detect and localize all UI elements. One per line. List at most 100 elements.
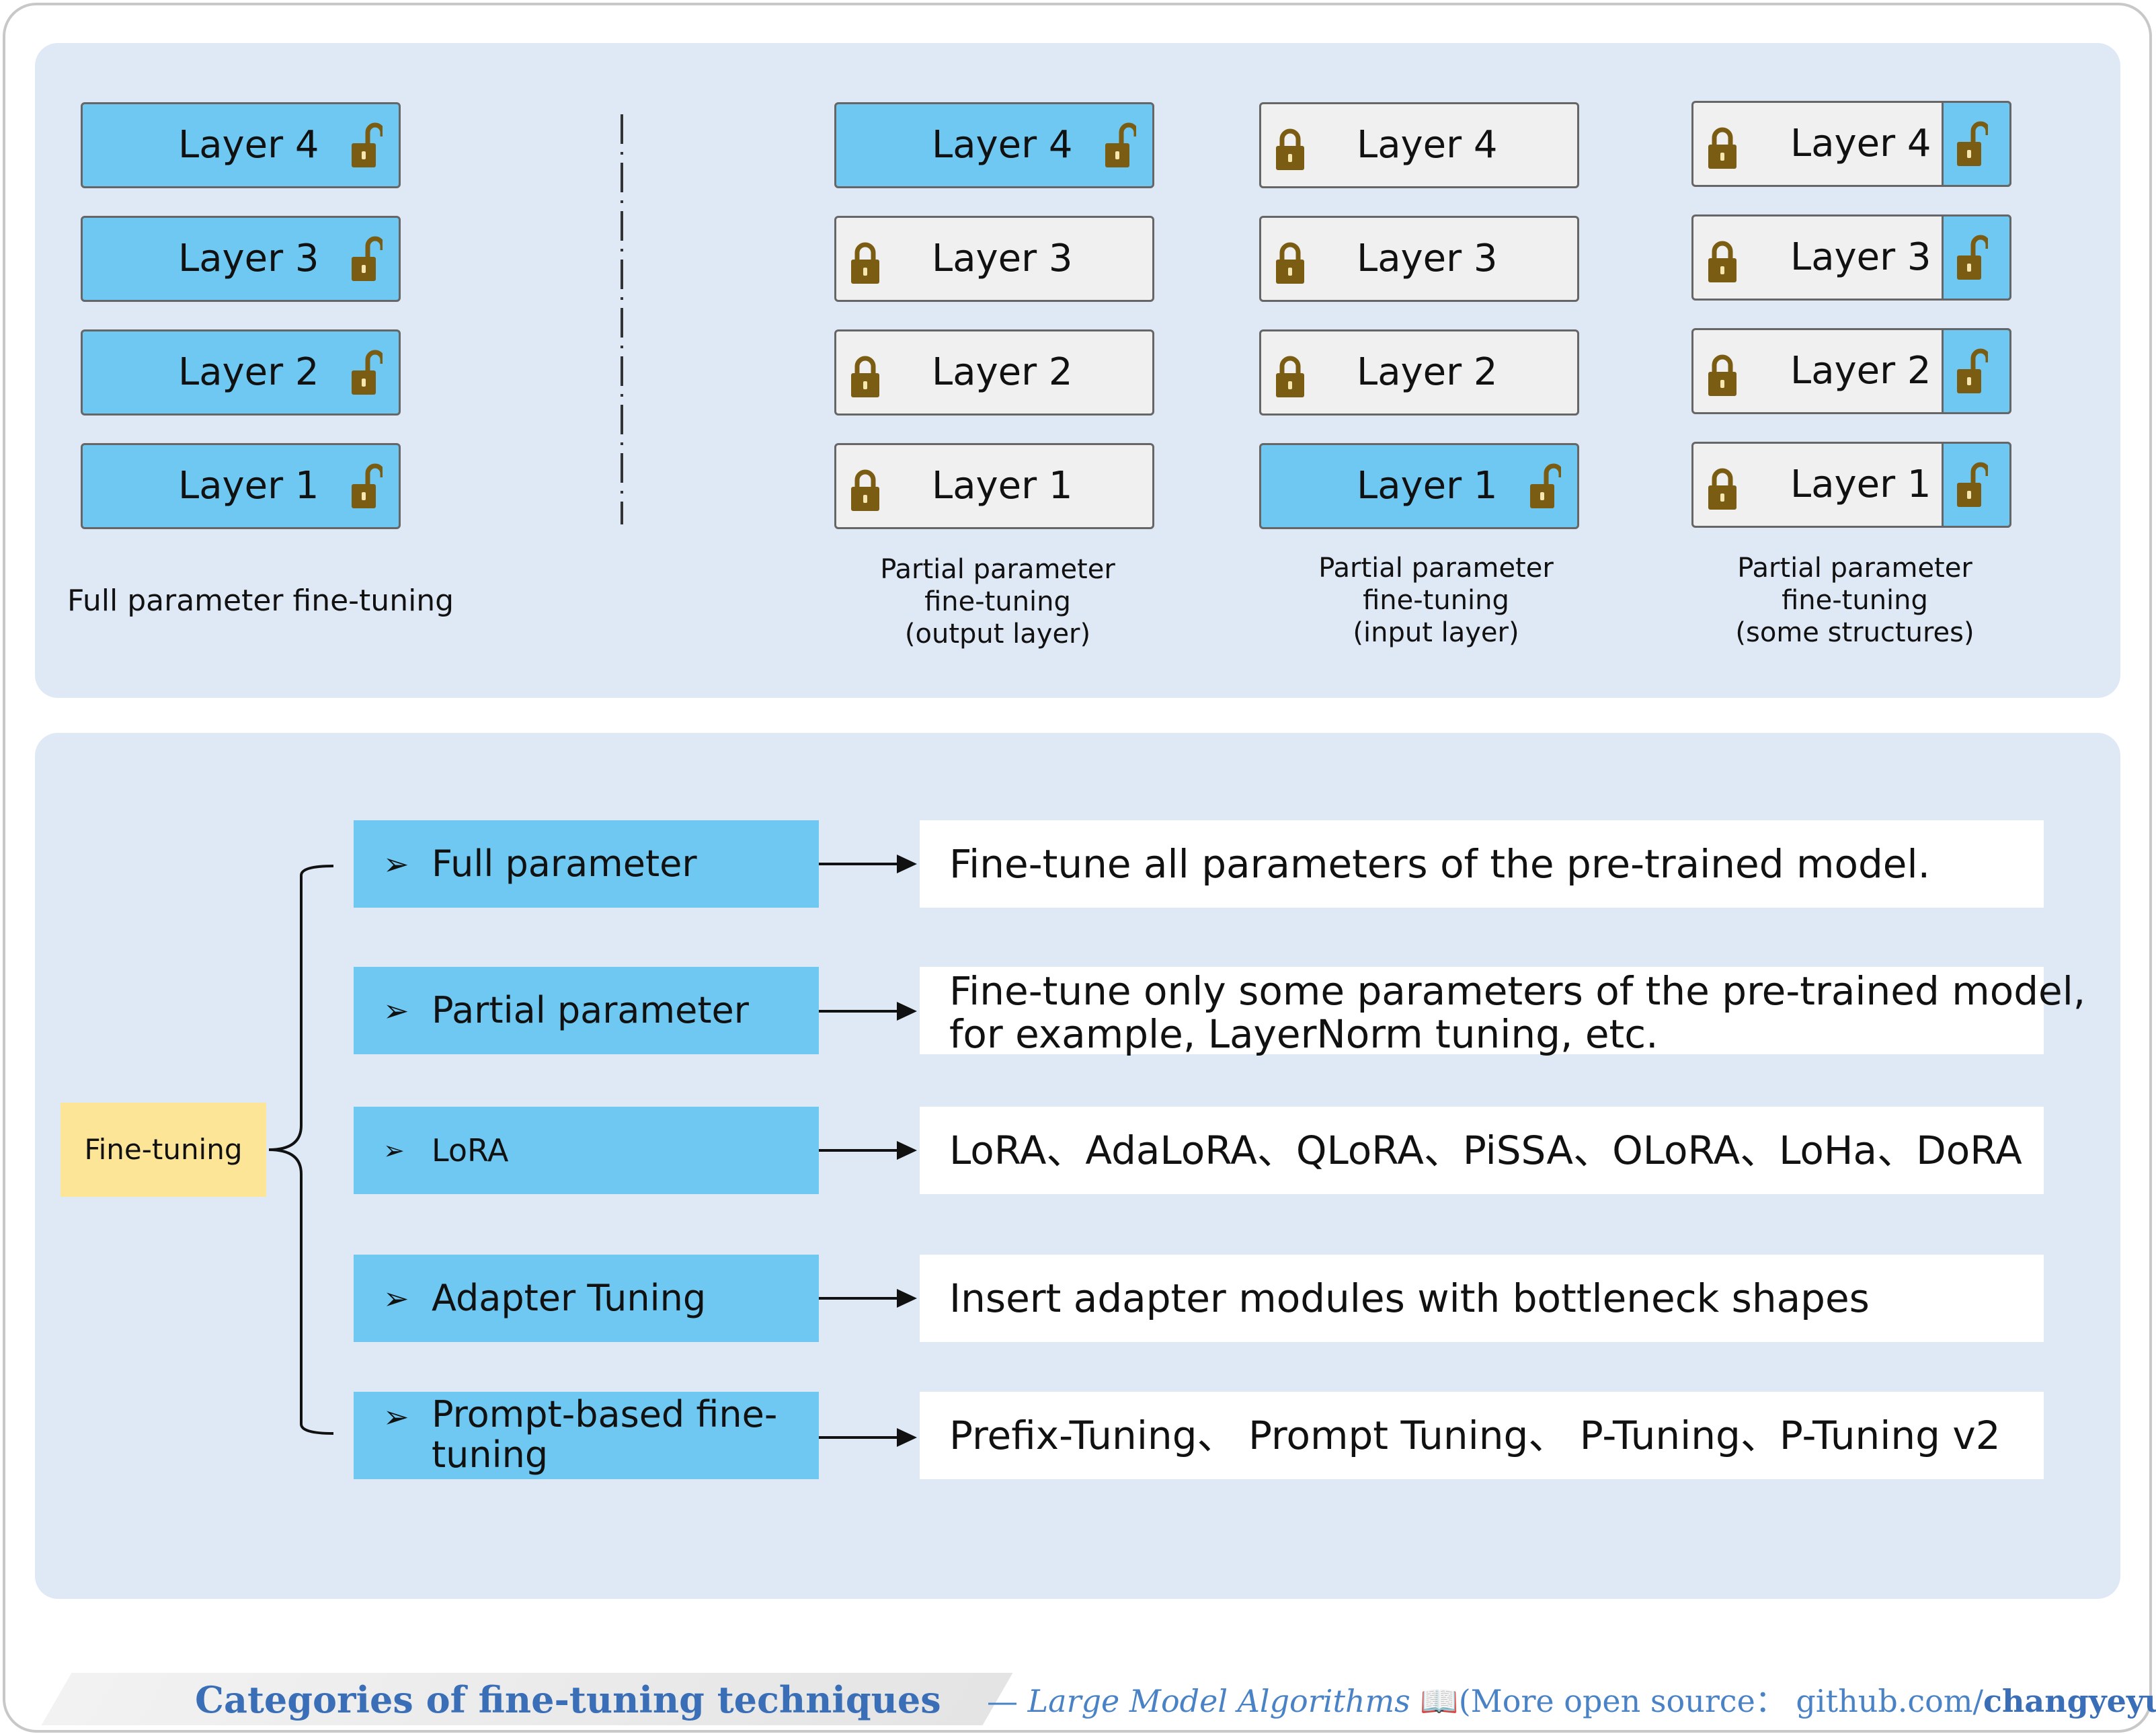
description-text: Fine-tune all parameters of the pre-trai… [949, 841, 1931, 887]
input-layer-1: Layer 1 [1259, 443, 1579, 529]
arrow-connector [819, 1002, 917, 1021]
arrowhead-bullet-icon: ➢ [383, 1280, 409, 1316]
input-layer-4: Layer 4 [1259, 102, 1579, 188]
caption-line: Partial parameter [1737, 553, 1972, 584]
caption-line: (some structures) [1735, 617, 1974, 648]
layer-label: Layer 4 [1790, 122, 1931, 165]
full-layer-4: Layer 4 [81, 102, 401, 188]
caption-line: fine-tuning [1782, 585, 1928, 616]
padlock-closed-icon [1275, 352, 1306, 399]
description-lora: LoRA、AdaLoRA、QLoRA、PiSSA、OLoRA、LoHa、DoRA [920, 1107, 2044, 1194]
layer-label: Layer 3 [1790, 235, 1931, 279]
layer-label: Layer 4 [932, 123, 1073, 167]
attribution-signature: Large Model Algorithms [1027, 1683, 1410, 1719]
fine-tuning-root: Fine-tuning [61, 1103, 266, 1197]
caption-line: (input layer) [1353, 617, 1519, 648]
padlock-closed-icon [1707, 350, 1738, 397]
arrow-connector [819, 1141, 917, 1160]
padlock-open-icon [352, 463, 383, 510]
padlock-closed-icon [1707, 123, 1738, 170]
description-text: Insert adapter modules with bottleneck s… [949, 1275, 1870, 1321]
trainable-structure-tab [1942, 101, 2011, 187]
output-caption: Partial parameter fine-tuning (output la… [838, 553, 1158, 650]
github-user: changyeyu [1983, 1683, 2156, 1719]
trainable-structure-tab [1942, 442, 2011, 528]
padlock-closed-icon [1707, 237, 1738, 284]
padlock-closed-icon [1707, 464, 1738, 511]
category-label: LoRA [432, 1132, 509, 1169]
padlock-closed-icon [1275, 238, 1306, 285]
description-prompt-based: Prefix-Tuning、 Prompt Tuning、 P-Tuning、P… [920, 1392, 2044, 1479]
padlock-open-icon [352, 122, 383, 169]
arrowhead-bullet-icon: ➢ [383, 1398, 409, 1435]
output-layer-1: Layer 1 [834, 443, 1154, 529]
description-line: Fine-tune only some parameters of the pr… [949, 968, 2086, 1014]
structures-layer-4: Layer 4 [1691, 101, 2011, 187]
padlock-closed-icon [850, 352, 881, 399]
structures-layer-2: Layer 2 [1691, 328, 2011, 414]
layer-label: Layer 1 [1790, 463, 1931, 506]
category-adapter-tuning: ➢ Adapter Tuning [354, 1255, 819, 1342]
description-adapter-tuning: Insert adapter modules with bottleneck s… [920, 1255, 2044, 1342]
padlock-open-icon [1957, 234, 1988, 281]
layer-label: Layer 2 [178, 350, 319, 394]
output-layer-4: Layer 4 [834, 102, 1154, 188]
category-lora: ➢ LoRA [354, 1107, 819, 1194]
padlock-open-icon [1957, 120, 1988, 167]
padlock-open-icon [1957, 348, 1988, 395]
padlock-closed-icon [850, 465, 881, 512]
caption-line: fine-tuning [1363, 585, 1509, 616]
output-layer-2: Layer 2 [834, 329, 1154, 416]
arrow-connector [819, 1428, 917, 1447]
layer-label: Layer 3 [178, 237, 319, 280]
attribution-dash: — [987, 1683, 1018, 1719]
outer-frame [3, 3, 2152, 1733]
github-link[interactable]: github.com/changyeyu [1796, 1683, 2156, 1719]
padlock-open-icon [352, 235, 383, 282]
structures-caption: Partial parameter fine-tuning (some stru… [1695, 552, 2015, 649]
layer-label: Layer 1 [1357, 464, 1498, 508]
figure-title: Categories of fine-tuning techniques [195, 1678, 941, 1721]
trainable-structure-tab [1942, 214, 2011, 301]
input-layer-2: Layer 2 [1259, 329, 1579, 416]
trainable-structure-tab [1942, 328, 2011, 414]
column-divider [621, 114, 623, 524]
padlock-open-icon [1957, 461, 1988, 508]
category-label: Full parameter [432, 842, 697, 885]
attribution-more: (More open source： [1458, 1683, 1786, 1719]
category-partial-parameter: ➢ Partial parameter [354, 967, 819, 1054]
description-line: for example, LayerNorm tuning, etc. [949, 1011, 1659, 1057]
footer-attribution: — Large Model Algorithms 📖(More open sou… [987, 1676, 2156, 1727]
structures-layer-3: Layer 3 [1691, 214, 2011, 301]
layer-label: Layer 2 [1790, 349, 1931, 393]
layer-label: Layer 2 [1357, 350, 1498, 394]
arrow-connector [819, 855, 917, 873]
layer-label: Layer 1 [932, 464, 1073, 508]
category-label-line: tuning [432, 1433, 549, 1476]
padlock-open-icon [1105, 122, 1136, 169]
output-layer-3: Layer 3 [834, 216, 1154, 302]
layer-label: Layer 2 [932, 350, 1073, 394]
caption-line: Partial parameter [1318, 553, 1554, 584]
padlock-open-icon [352, 349, 383, 396]
arrowhead-bullet-icon: ➢ [383, 1136, 405, 1165]
structures-layer-1: Layer 1 [1691, 442, 2011, 528]
padlock-open-icon [1530, 463, 1561, 510]
category-label-line: Prompt-based fine- [432, 1393, 778, 1435]
padlock-closed-icon [1275, 124, 1306, 171]
description-text: LoRA、AdaLoRA、QLoRA、PiSSA、OLoRA、LoHa、DoRA [949, 1128, 2022, 1173]
input-caption: Partial parameter fine-tuning (input lay… [1276, 552, 1596, 649]
caption-line: (output layer) [904, 619, 1091, 649]
layer-label: Layer 1 [178, 464, 319, 508]
description-text: Prefix-Tuning、 Prompt Tuning、 P-Tuning、P… [949, 1413, 2001, 1458]
input-layer-3: Layer 3 [1259, 216, 1579, 302]
caption-line: fine-tuning [924, 586, 1071, 617]
category-label: Prompt-based fine- tuning [432, 1394, 777, 1475]
category-label: Adapter Tuning [432, 1277, 707, 1319]
category-label: Partial parameter [432, 989, 749, 1031]
full-layer-3: Layer 3 [81, 216, 401, 302]
padlock-closed-icon [850, 238, 881, 285]
description-full-parameter: Fine-tune all parameters of the pre-trai… [920, 820, 2044, 908]
layer-label: Layer 3 [1357, 237, 1498, 280]
description-text: Fine-tune only some parameters of the pr… [949, 970, 2085, 1056]
